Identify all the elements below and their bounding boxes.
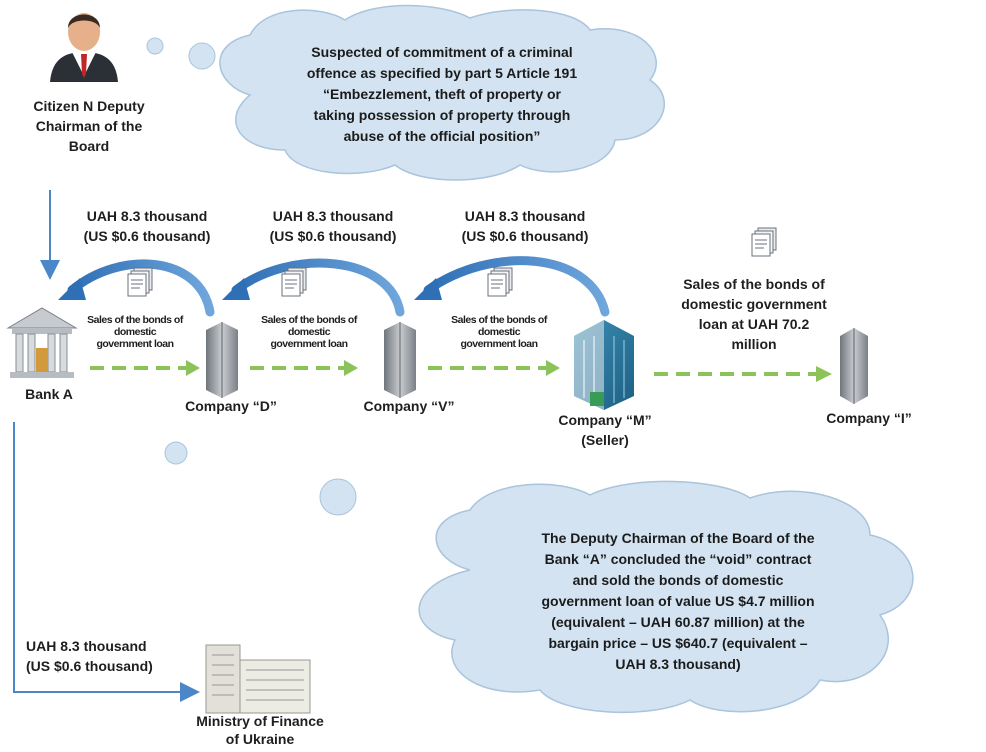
sale-arrow-4 [654,366,832,382]
company-d-label: Company “D” [185,398,277,414]
document-icon [751,227,777,257]
payment-arc-3 [414,256,610,317]
company-v-label: Company “V” [363,398,455,414]
sale-arrow-3 [428,360,560,376]
company-d-building-icon [206,322,238,398]
company-m-building-icon [574,320,634,410]
cloud-top-text: Suspected of commitment of a criminal of… [306,44,578,144]
payment-arc-2 [222,258,405,317]
sale-label-2: Sales of the bonds of domestic governmen… [261,314,357,350]
sale-arrow-1 [90,360,200,376]
thought-bubbles-bottom [164,441,357,516]
cloud-top [219,4,666,181]
document-icon [127,267,153,297]
sale-label-1: Sales of the bonds of domestic governmen… [87,314,183,350]
person-icon [50,13,118,82]
sale-label-3: Sales of the bonds of domestic governmen… [451,314,547,350]
ministry-label: Ministry of Finance of Ukraine [196,713,324,747]
document-icon [487,267,513,297]
payment-label-3: UAH 8.3 thousand (US $0.6 thousand) [461,208,589,244]
payment-arc-1 [58,259,215,317]
person-label: Citizen N Deputy Chairman of the Board [33,98,145,154]
thought-bubbles-top [146,37,216,70]
ministry-building-icon [205,644,311,714]
company-m-label: Company “M” (Seller) [558,412,652,448]
payment-label-ministry: UAH 8.3 thousand (US $0.6 thousand) [26,638,153,674]
company-i-building-icon [840,328,868,404]
document-icon [281,267,307,297]
sale-label-4: Sales of the bonds of domestic governmen… [681,276,827,352]
sale-arrow-2 [250,360,358,376]
bank-building-icon [6,307,78,378]
cloud-bottom-text: The Deputy Chairman of the Board of the … [541,530,815,672]
payment-label-2: UAH 8.3 thousand (US $0.6 thousand) [269,208,397,244]
cloud-bottom [418,480,914,714]
arrow-bank-to-ministry [13,422,200,702]
payment-label-1: UAH 8.3 thousand (US $0.6 thousand) [83,208,211,244]
company-v-building-icon [384,322,416,398]
bank-a-label: Bank A [25,386,73,402]
company-i-label: Company “I” [826,410,912,426]
